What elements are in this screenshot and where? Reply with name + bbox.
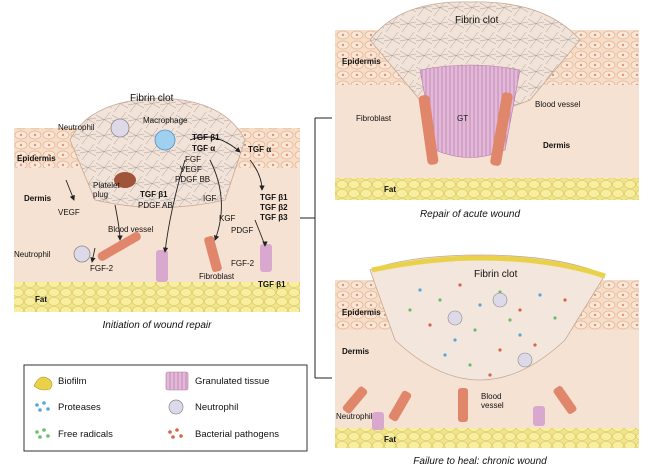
panel-acute: Fibrin clot Epidermis Fibroblast GT Bloo…	[335, 1, 639, 220]
acute-label-epidermis: Epidermis	[342, 57, 381, 66]
proteases-icon	[35, 401, 50, 412]
fibroblast-cell-1	[156, 250, 168, 282]
fat-layer	[14, 282, 300, 312]
fibroblast-cell-3	[260, 244, 272, 272]
free-radicals-icon	[35, 428, 50, 439]
chronic-fat-layer	[335, 428, 639, 448]
blood-vessel-left	[97, 232, 141, 261]
chronic-neutrophil-3	[517, 352, 533, 368]
neutrophil-top-cell	[110, 118, 130, 138]
arrow-epidermis	[65, 179, 75, 201]
label-pdgf: PDGF	[231, 226, 253, 235]
arrow-fgf2	[90, 247, 96, 263]
label-pdgfbb: PDGF BB	[175, 175, 210, 184]
acute-label-fibrin-clot: Fibrin clot	[455, 15, 499, 26]
label-tgfa-mac: TGF α	[192, 144, 215, 153]
chronic-fibroblast-1	[342, 386, 368, 414]
acute-fat-layer	[335, 178, 639, 200]
acute-label-fibroblast: Fibroblast	[356, 114, 392, 123]
label-vegf-left: VEGF	[58, 208, 80, 217]
chronic-dots	[408, 283, 567, 377]
bracket-connector	[300, 117, 332, 379]
macrophage-cell	[154, 129, 176, 151]
label-fibrin-clot: Fibrin clot	[130, 93, 174, 104]
panel-initiation: Fibrin clot Neutrophil Macrophage Epider…	[14, 93, 300, 331]
arrow-tgfb	[249, 159, 265, 191]
legend-label-biofilm: Biofilm	[58, 376, 87, 387]
chronic-neutrophil-1	[447, 310, 463, 326]
granulated-tissue-icon	[165, 371, 189, 391]
acute-label-blood-vessel: Blood vessel	[535, 100, 581, 109]
arrow-pdgf	[254, 219, 268, 247]
platelet-plug-shape	[114, 172, 136, 188]
chronic-biofilm-layer	[371, 255, 606, 279]
label-fgf2-right: FGF-2	[231, 259, 255, 268]
label-tgfb1-r: TGF β1	[260, 193, 288, 202]
acute-blood-vessel	[490, 92, 513, 166]
chronic-label-neutrophil: Neutrophil	[336, 412, 373, 421]
chronic-granulated-2	[533, 406, 545, 426]
acute-fibroblast	[418, 95, 439, 165]
arrow-vegf-vessel	[114, 204, 123, 241]
legend: Biofilm Granulated tissue Proteases Neut…	[23, 364, 308, 452]
biofilm-icon	[33, 376, 53, 391]
acute-label-dermis: Dermis	[543, 141, 571, 150]
label-tgfb1-mac: TGF β1	[192, 133, 220, 142]
legend-box	[23, 364, 308, 452]
label-tgfb3-r: TGF β3	[260, 213, 288, 222]
label-macrophage: Macrophage	[143, 116, 188, 125]
arrow-fgf	[162, 159, 186, 253]
chronic-label-fat: Fat	[384, 435, 396, 444]
label-tgfb2-r: TGF β2	[260, 203, 288, 212]
bacterial-pathogens-icon	[168, 428, 183, 439]
label-fibroblast: Fibroblast	[199, 272, 235, 281]
label-neutrophil-bottom: Neutrophil	[14, 250, 51, 259]
chronic-wound-bed	[369, 254, 606, 381]
label-tgfb1-bottom: TGF β1	[258, 280, 286, 289]
label-kgf: KGF	[219, 214, 236, 223]
label-fgf-mac: FGF	[185, 155, 201, 164]
chronic-label-dermis: Dermis	[342, 347, 370, 356]
neutrophil-icon	[168, 399, 184, 415]
arrow-vegf	[209, 159, 222, 241]
acute-label-fat: Fat	[384, 185, 396, 194]
label-neutrophil-top: Neutrophil	[58, 123, 95, 132]
arrow-tgfa	[189, 136, 241, 153]
label-pdgfab: PDGF AB	[138, 201, 173, 210]
chronic-label-fibrin-clot: Fibrin clot	[474, 269, 518, 280]
chronic-fibroblast-2	[388, 390, 412, 422]
label-igf: IGF	[203, 194, 216, 203]
label-tgfb1-plt: TGF β1	[140, 190, 168, 199]
caption-initiation: Initiation of wound repair	[103, 320, 213, 331]
caption-chronic: Failure to heal: chronic wound	[413, 456, 547, 467]
caption-acute: Repair of acute wound	[420, 209, 521, 220]
legend-label-neutrophil: Neutrophil	[195, 402, 238, 413]
chronic-neutrophil-2	[492, 292, 508, 308]
label-vegf-mac: VEGF	[180, 165, 202, 174]
chronic-fibroblast-3	[553, 386, 577, 414]
legend-label-proteases: Proteases	[58, 402, 101, 413]
chronic-blood-vessel	[458, 388, 468, 422]
neutrophil-bottom-cell	[73, 245, 91, 263]
legend-label-granulated-tissue: Granulated tissue	[195, 376, 269, 387]
chronic-granulated-1	[372, 412, 384, 430]
label-dermis: Dermis	[24, 194, 52, 203]
label-tgfa-right: TGF α	[248, 145, 271, 154]
chronic-label-epidermis: Epidermis	[342, 308, 381, 317]
label-epidermis: Epidermis	[17, 154, 56, 163]
label-fgf2-left: FGF-2	[90, 264, 114, 273]
fibroblast-cell-2	[204, 235, 222, 273]
acute-label-gt: GT	[457, 114, 468, 123]
legend-label-free-radicals: Free radicals	[58, 429, 113, 440]
label-blood-vessel: Blood vessel	[108, 225, 154, 234]
legend-label-bacterial-pathogens: Bacterial pathogens	[195, 429, 279, 440]
label-fat: Fat	[35, 295, 47, 304]
